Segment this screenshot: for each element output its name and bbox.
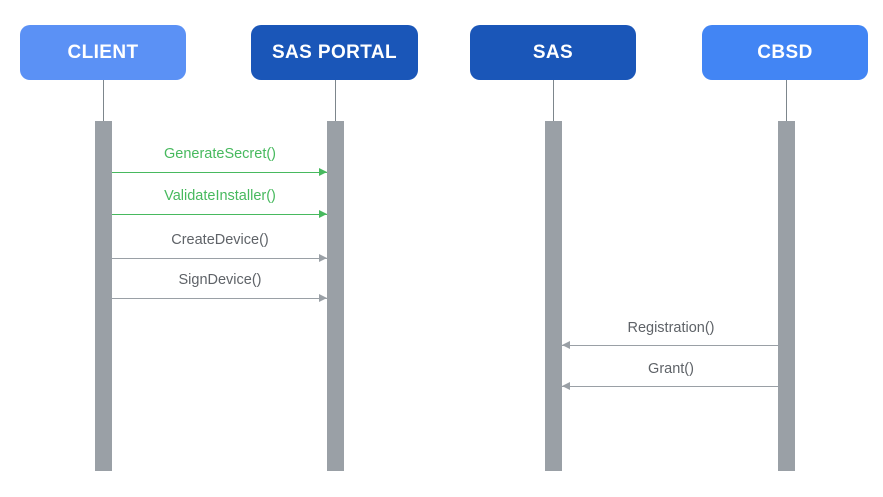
lifeline-sas-portal bbox=[335, 80, 336, 121]
message-label-m6: Grant() bbox=[648, 361, 694, 377]
participant-label-sas: SAS bbox=[532, 41, 574, 63]
message-label-m5: Registration() bbox=[627, 320, 715, 336]
activation-bar-sas bbox=[545, 121, 562, 471]
participant-label-client: CLIENT bbox=[67, 41, 139, 63]
message-label-m1: GenerateSecret() bbox=[163, 146, 277, 162]
participant-box-client[interactable]: CLIENT bbox=[20, 25, 186, 80]
participant-box-cbsd[interactable]: CBSD bbox=[702, 25, 868, 80]
participant-box-sas-portal[interactable]: SAS PORTAL bbox=[251, 25, 418, 80]
message-line-m6 bbox=[562, 386, 778, 387]
activation-bar-client bbox=[95, 121, 112, 471]
activation-bar-sas-portal bbox=[327, 121, 344, 471]
arrow-head-right-m1 bbox=[319, 168, 327, 176]
participant-box-sas[interactable]: SAS bbox=[470, 25, 636, 80]
participant-label-cbsd: CBSD bbox=[757, 41, 813, 63]
lifeline-client bbox=[103, 80, 104, 121]
arrow-head-left-m5 bbox=[562, 341, 570, 349]
message-label-m2: ValidateInstaller() bbox=[164, 188, 276, 204]
lifeline-cbsd bbox=[786, 80, 787, 121]
arrow-head-left-m6 bbox=[562, 382, 570, 390]
message-line-m1 bbox=[112, 172, 327, 173]
message-line-m2 bbox=[112, 214, 327, 215]
arrow-head-right-m3 bbox=[319, 254, 327, 262]
message-line-m4 bbox=[112, 298, 327, 299]
message-label-m4: SignDevice() bbox=[178, 272, 262, 288]
activation-bar-cbsd bbox=[778, 121, 795, 471]
arrow-head-right-m4 bbox=[319, 294, 327, 302]
message-line-m5 bbox=[562, 345, 778, 346]
participant-label-sas-portal: SAS PORTAL bbox=[271, 41, 398, 63]
lifeline-sas bbox=[553, 80, 554, 121]
arrow-head-right-m2 bbox=[319, 210, 327, 218]
message-label-m3: CreateDevice() bbox=[171, 232, 269, 248]
message-line-m3 bbox=[112, 258, 327, 259]
